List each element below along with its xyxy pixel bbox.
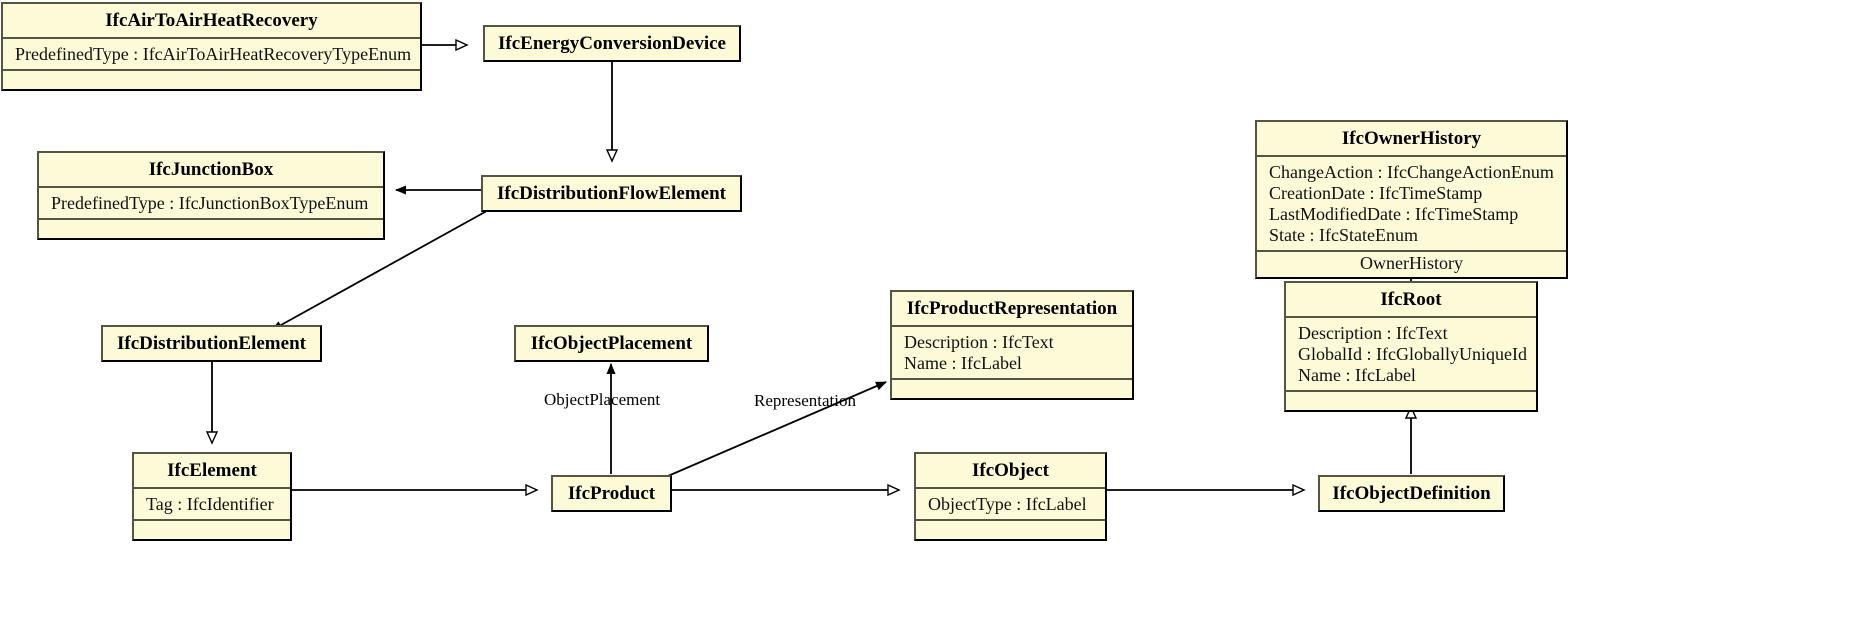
class-attribute: State : IfcStateEnum bbox=[1269, 225, 1418, 246]
class-attributes: Description : IfcText Name : IfcLabel bbox=[892, 327, 1132, 378]
class-separator bbox=[916, 519, 1105, 522]
class-name: IfcOwnerHistory bbox=[1341, 128, 1482, 149]
class-name: IfcObject bbox=[971, 460, 1050, 481]
class-name: IfcEnergyConversionDevice bbox=[498, 33, 726, 54]
edge-product-to-productrepresentation bbox=[667, 381, 887, 477]
class-separator bbox=[892, 378, 1132, 381]
class-attribute: Description : IfcText bbox=[1298, 323, 1448, 343]
class-operations bbox=[892, 380, 1132, 398]
class-box-ifcroot[interactable]: IfcRoot Description : IfcText GlobalId :… bbox=[1284, 281, 1538, 413]
class-name: IfcElement bbox=[167, 460, 257, 481]
class-attribute: Name : IfcLabel bbox=[904, 353, 1022, 374]
edge-label-objectplacement: ObjectPlacement bbox=[544, 390, 661, 409]
class-attribute: Description : IfcText bbox=[904, 332, 1054, 352]
class-separator bbox=[39, 218, 383, 221]
class-box-ifcelement[interactable]: IfcElement Tag : IfcIdentifier bbox=[132, 452, 292, 542]
class-name: IfcRoot bbox=[1380, 289, 1442, 310]
class-separator bbox=[1257, 155, 1566, 157]
class-attribute: ObjectType : IfcLabel bbox=[928, 494, 1087, 514]
class-attributes: PredefinedType : IfcAirToAirHeatRecovery… bbox=[3, 39, 420, 69]
class-name: IfcProduct bbox=[567, 483, 656, 504]
class-box-ifcobjectplacement[interactable]: IfcObjectPlacement bbox=[514, 325, 709, 362]
class-box-ifcobject[interactable]: IfcObject ObjectType : IfcLabel bbox=[914, 452, 1107, 542]
class-separator bbox=[3, 37, 420, 39]
class-name: IfcProductRepresentation bbox=[906, 298, 1118, 319]
class-attribute: CreationDate : IfcTimeStamp bbox=[1269, 183, 1483, 204]
class-name: IfcObjectPlacement bbox=[530, 333, 693, 354]
class-separator bbox=[916, 487, 1105, 489]
class-attribute: PredefinedType : IfcJunctionBoxTypeEnum bbox=[51, 193, 369, 213]
class-separator bbox=[134, 487, 290, 489]
class-attributes: PredefinedType : IfcJunctionBoxTypeEnum bbox=[39, 188, 383, 218]
class-name: IfcJunctionBox bbox=[148, 159, 274, 180]
class-attributes: Description : IfcText GlobalId : IfcGlob… bbox=[1286, 318, 1536, 390]
edge-distributionflow-to-distributionelement bbox=[271, 206, 495, 331]
class-separator bbox=[1286, 316, 1536, 318]
edge-label-representation: Representation bbox=[754, 391, 856, 410]
class-box-ifcairtoairheatrecovery[interactable]: IfcAirToAirHeatRecovery PredefinedType :… bbox=[1, 2, 422, 92]
class-separator bbox=[1286, 390, 1536, 393]
class-box-ifcproductrepresentation[interactable]: IfcProductRepresentation Description : I… bbox=[890, 290, 1134, 401]
class-attribute: LastModifiedDate : IfcTimeStamp bbox=[1269, 204, 1519, 225]
class-attribute: GlobalId : IfcGloballyUniqueId bbox=[1298, 344, 1527, 365]
class-attribute: Name : IfcLabel bbox=[1298, 365, 1416, 386]
class-operations bbox=[3, 71, 420, 89]
class-separator bbox=[39, 186, 383, 188]
class-box-ifcobjectdefinition[interactable]: IfcObjectDefinition bbox=[1318, 475, 1505, 512]
class-operations bbox=[1286, 392, 1536, 410]
class-operations bbox=[134, 521, 290, 539]
class-box-ifcenergyconversiondevice[interactable]: IfcEnergyConversionDevice bbox=[483, 25, 741, 62]
class-name: IfcObjectDefinition bbox=[1332, 483, 1491, 504]
class-separator bbox=[134, 519, 290, 522]
class-attribute: ChangeAction : IfcChangeActionEnum bbox=[1269, 162, 1554, 182]
class-separator bbox=[3, 69, 420, 72]
class-operations bbox=[916, 521, 1105, 539]
class-box-ifcdistributionelement[interactable]: IfcDistributionElement bbox=[101, 325, 322, 362]
class-name: IfcDistributionFlowElement bbox=[496, 183, 727, 204]
class-box-ifcdistributionflowelement[interactable]: IfcDistributionFlowElement bbox=[481, 175, 742, 212]
class-attribute: PredefinedType : IfcAirToAirHeatRecovery… bbox=[15, 44, 412, 64]
class-box-ifcjunctionbox[interactable]: IfcJunctionBox PredefinedType : IfcJunct… bbox=[37, 151, 385, 241]
class-operations bbox=[39, 220, 383, 238]
class-separator bbox=[892, 325, 1132, 327]
association-role-ownerhistory: OwnerHistory bbox=[1360, 253, 1463, 274]
class-name: IfcAirToAirHeatRecovery bbox=[105, 10, 318, 31]
class-box-ifcownerhistory[interactable]: IfcOwnerHistory ChangeAction : IfcChange… bbox=[1255, 120, 1568, 279]
class-name: IfcDistributionElement bbox=[117, 333, 306, 354]
class-separator bbox=[1257, 250, 1566, 253]
class-attributes: Tag : IfcIdentifier bbox=[134, 489, 290, 519]
class-box-ifcproduct[interactable]: IfcProduct bbox=[551, 475, 672, 512]
class-attribute: Tag : IfcIdentifier bbox=[146, 494, 274, 514]
class-attributes: ObjectType : IfcLabel bbox=[916, 489, 1105, 519]
class-attributes: ChangeAction : IfcChangeActionEnum Creat… bbox=[1257, 157, 1566, 250]
